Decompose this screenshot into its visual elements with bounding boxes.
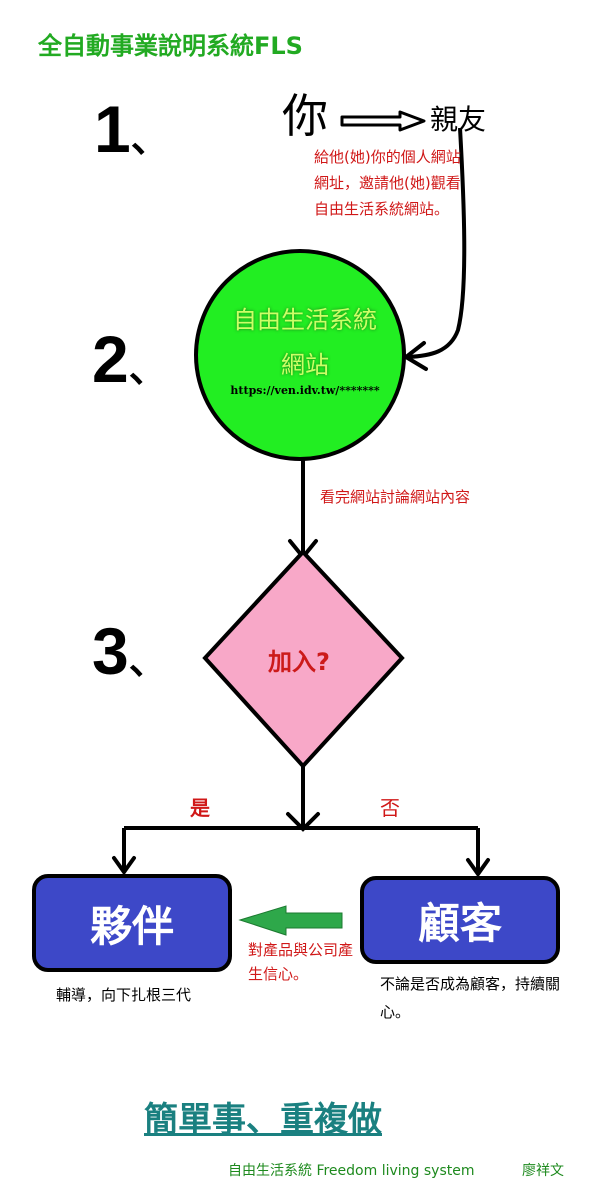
website-circle (194, 249, 406, 461)
step-number-3: 3、 (92, 618, 167, 684)
website-url: https://ven.idv.tw/******* (230, 384, 380, 397)
step-number-1: 1、 (94, 96, 169, 162)
step-2-label: 2 (92, 322, 129, 396)
website-title-line2: 網站 (281, 351, 329, 379)
slogan: 簡單事、重複做 (144, 1100, 382, 1140)
step-3-separator: 、 (128, 641, 167, 683)
step-1-label: 1 (94, 92, 131, 166)
friend-label: 親友 (430, 103, 487, 136)
discuss-note: 看完網站討論網站內容 (320, 488, 471, 506)
partner-note: 輔導，向下扎根三代 (56, 986, 192, 1004)
trust-note: 對產品與公司產生信心。 (248, 941, 354, 983)
partner-label: 夥伴 (89, 901, 174, 951)
customer-to-partner-arrow (238, 905, 343, 936)
step-number-2: 2、 (92, 326, 167, 392)
step-2-separator: 、 (128, 349, 167, 391)
step-1-separator: 、 (130, 119, 169, 161)
friend-to-site-arrow (407, 127, 467, 359)
step-3-label: 3 (92, 614, 129, 688)
customer-label: 顧客 (417, 898, 502, 948)
website-title-line1: 自由生活系統 (233, 306, 377, 334)
join-question: 加入? (268, 648, 330, 676)
customer-note: 不論是否成為顧客，持續關心。 (380, 975, 561, 1021)
page-title: 全自動事業說明系統FLS (38, 32, 303, 60)
you-label: 你 (282, 89, 328, 143)
yes-label: 是 (190, 796, 210, 820)
footer-author: 廖祥文 (522, 1163, 564, 1179)
partner-box: 夥伴 (32, 874, 232, 972)
invite-note: 給他(她)你的個人網站網址，邀請他(她)觀看自由生活系統網站。 (314, 148, 461, 218)
customer-box: 顧客 (360, 876, 560, 964)
footer-brand: 自由生活系統 Freedom living system (228, 1163, 475, 1179)
no-label: 否 (380, 796, 400, 820)
you-to-friend-arrow (340, 110, 426, 132)
